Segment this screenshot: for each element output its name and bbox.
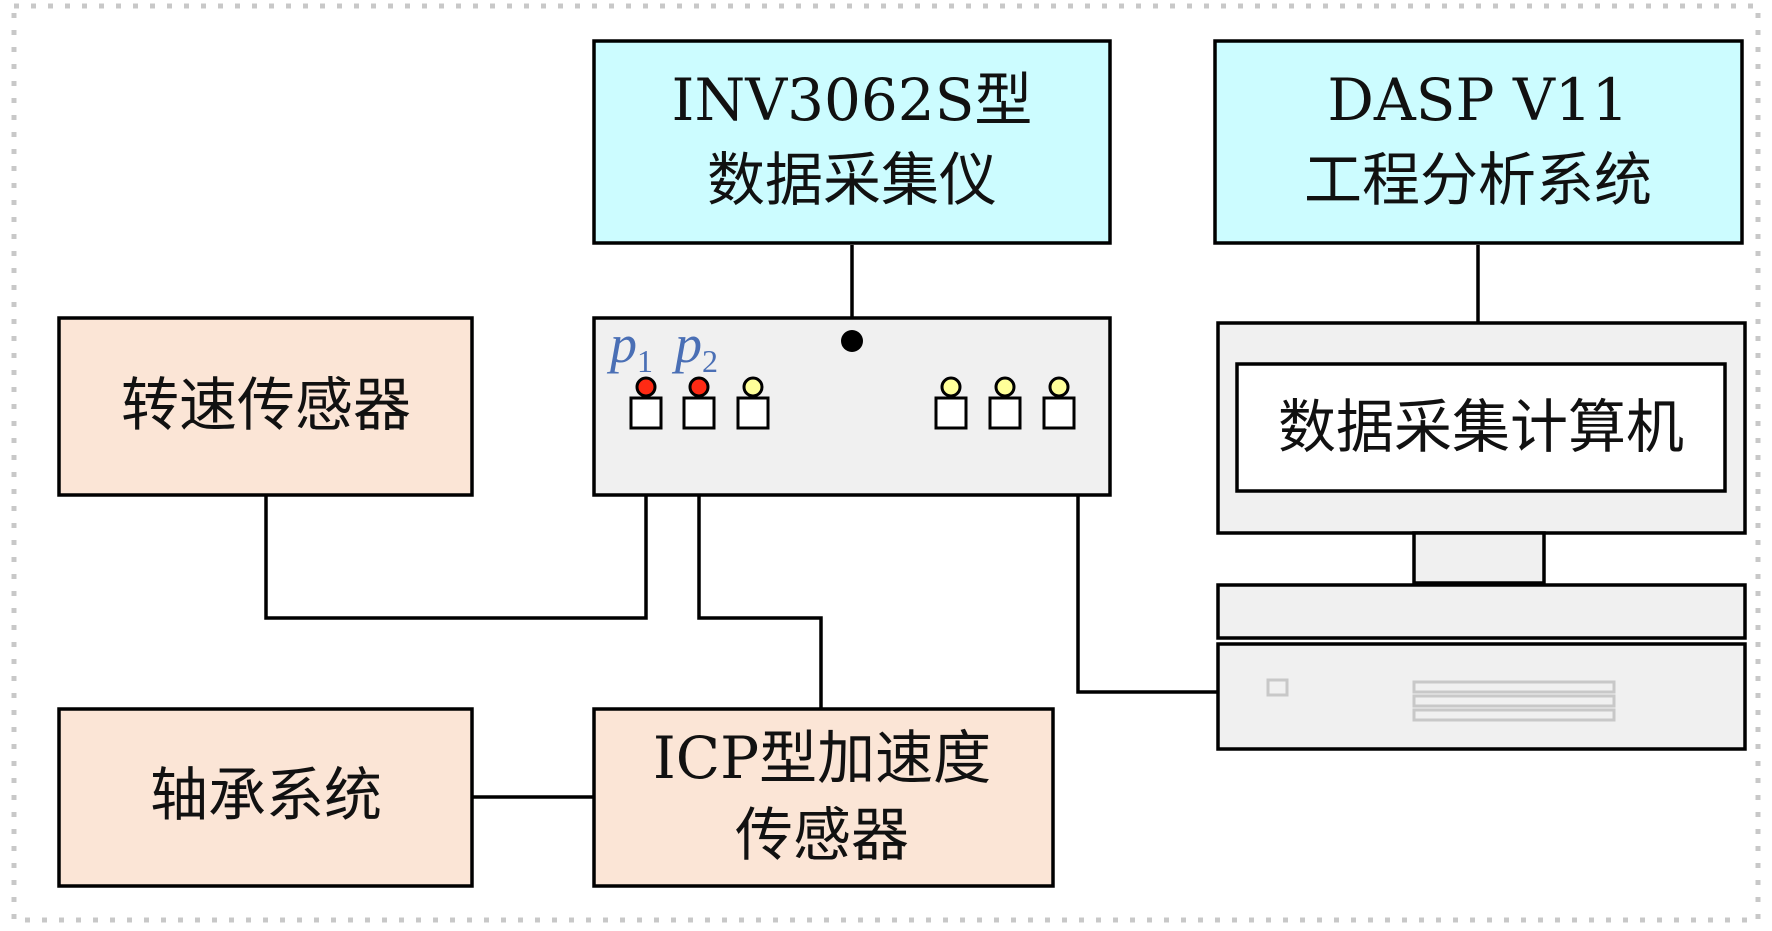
accelerometer-name: 传感器 (735, 801, 909, 869)
speed-sensor-label: 转速传感器 (121, 371, 411, 439)
speed-sensor-box: 转速传感器 (57, 316, 474, 497)
analysis-system-box: DASP V11 工程分析系统 (1213, 39, 1744, 245)
monitor-screen (1235, 362, 1727, 493)
daq-to-computer-line (1076, 496, 1218, 694)
daq-device: p1 p2 (592, 314, 1112, 497)
port-label-p1: p1 (606, 314, 653, 379)
accelerometer-to-p2-line (697, 428, 823, 708)
monitor-stand (1412, 531, 1546, 585)
analysis-system-name: 工程分析系统 (1304, 146, 1652, 214)
drive-bays (1412, 680, 1616, 722)
port-5 (988, 376, 1022, 430)
bearing-system-box: 轴承系统 (57, 707, 474, 888)
acquisition-instrument-name: 数据采集仪 (707, 146, 997, 214)
speed-sensor-to-p1-line (264, 428, 648, 620)
analysis-system-version: DASP V11 (1327, 66, 1628, 134)
bearing-system-label: 轴承系统 (150, 761, 382, 829)
accelerometer-box: ICP型加速度 传感器 (592, 707, 1055, 888)
port-3 (736, 376, 770, 430)
port-6 (1042, 376, 1076, 430)
acquisition-instrument-box: INV3062S型 数据采集仪 (592, 39, 1112, 245)
port-4 (934, 376, 968, 430)
computer-screen-label: 数据采集计算机 (1278, 393, 1684, 461)
data-acquisition-computer (1216, 321, 1747, 751)
dotted-frame (11, 3, 1761, 923)
daq-connector-dot (841, 330, 863, 352)
port-p1 (629, 376, 663, 430)
power-button (1266, 678, 1289, 697)
acquisition-instrument-model: INV3062S型 (672, 66, 1033, 134)
keyboard (1216, 583, 1747, 640)
port-p2 (682, 376, 716, 430)
port-label-p2: p2 (671, 314, 718, 379)
connections (264, 245, 1480, 799)
accelerometer-type: ICP型加速度 (653, 724, 991, 792)
